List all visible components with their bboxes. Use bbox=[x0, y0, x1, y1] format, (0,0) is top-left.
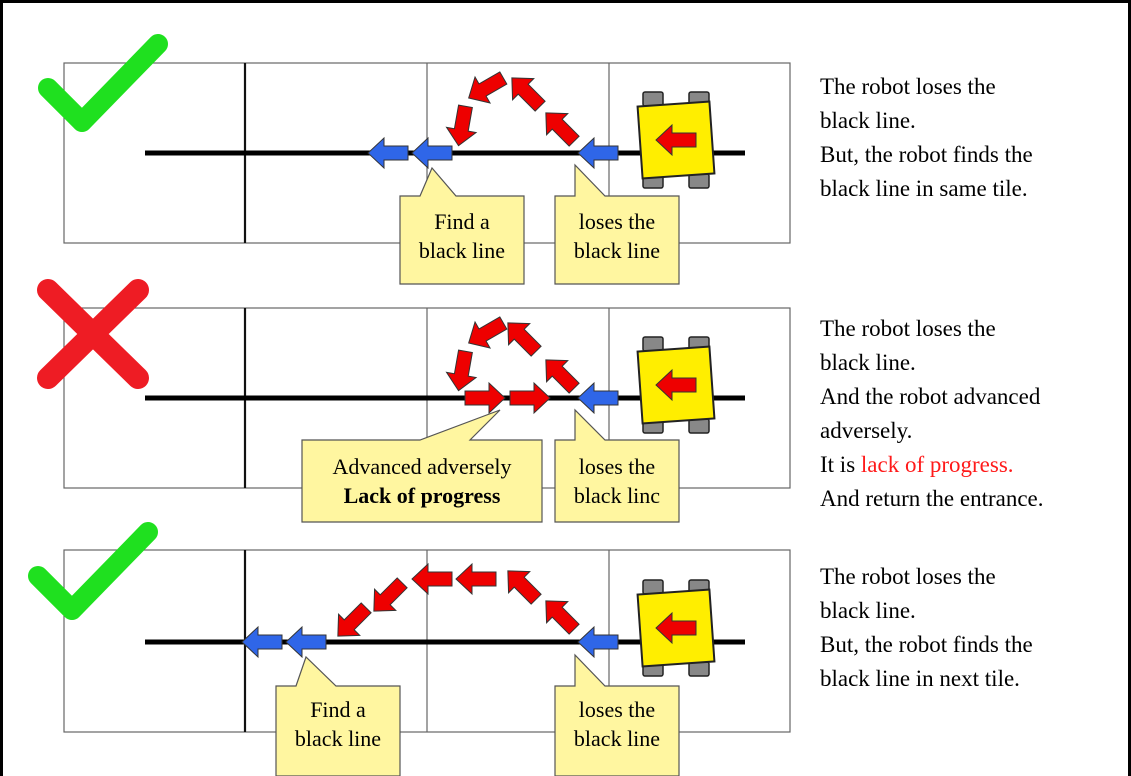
callout-loses-line-2: loses the black linc bbox=[555, 452, 679, 510]
description-line: But, the robot finds the bbox=[820, 142, 1033, 167]
red-arrow bbox=[507, 570, 542, 605]
callout-box bbox=[554, 163, 680, 285]
red-arrow bbox=[468, 71, 508, 104]
callout-line: loses the bbox=[578, 454, 656, 479]
callout-line: black line bbox=[294, 726, 382, 751]
red-arrow bbox=[545, 600, 580, 635]
blue-arrow bbox=[285, 625, 327, 659]
blue-arrow bbox=[367, 136, 409, 170]
description-line: And the robot advanced bbox=[820, 384, 1041, 409]
callout-line: Advanced adversely bbox=[332, 454, 512, 479]
callout-loses-line-1: loses the black line bbox=[555, 207, 679, 265]
red-arrow bbox=[507, 322, 542, 357]
checkmark-icon bbox=[38, 34, 168, 132]
blue-arrow bbox=[577, 136, 619, 170]
robot-wheel bbox=[642, 91, 664, 107]
description-line: adversely. bbox=[820, 418, 913, 443]
callout-line-bold: Lack of progress bbox=[343, 483, 501, 508]
callout-line: loses the bbox=[578, 209, 656, 234]
red-arrow bbox=[445, 349, 478, 392]
callout-box bbox=[554, 408, 680, 523]
red-arrow bbox=[545, 359, 580, 394]
red-arrow bbox=[373, 577, 408, 612]
robot-direction-arrow bbox=[655, 611, 697, 645]
robot-direction-arrow bbox=[655, 368, 697, 402]
callout-line: black linc bbox=[573, 483, 661, 508]
robot-direction-arrow bbox=[655, 123, 697, 157]
robot-wheel bbox=[642, 336, 664, 352]
description-text: It is bbox=[820, 452, 861, 477]
robot-wheel bbox=[642, 579, 664, 595]
blue-arrow bbox=[577, 625, 619, 659]
red-arrow bbox=[545, 112, 580, 147]
callout-line: black line bbox=[418, 238, 506, 263]
blue-arrow bbox=[577, 381, 619, 415]
callout-loses-line-3: loses the black line bbox=[555, 695, 679, 753]
callout-find-line-3: Find a black line bbox=[276, 695, 400, 753]
callout-line: loses the bbox=[578, 697, 656, 722]
description-line: black line. bbox=[820, 598, 916, 623]
callout-box bbox=[554, 653, 680, 776]
description-line: The robot loses the bbox=[820, 316, 996, 341]
blue-arrow bbox=[411, 136, 453, 170]
red-arrow bbox=[511, 77, 546, 112]
callout-find-line-1: Find a black line bbox=[400, 207, 524, 265]
red-arrow bbox=[455, 562, 497, 596]
robot-wheel bbox=[688, 418, 710, 434]
callout-advanced-adversely: Advanced adversely Lack of progress bbox=[302, 452, 542, 510]
red-arrow bbox=[468, 316, 508, 349]
callout-line: black line bbox=[573, 238, 661, 263]
red-arrow bbox=[509, 381, 551, 415]
callout-box bbox=[275, 655, 401, 776]
description-line: It is lack of progress. bbox=[820, 448, 1044, 482]
description-line: The robot loses the bbox=[820, 564, 996, 589]
callout-line: black line bbox=[573, 726, 661, 751]
description-panel-1: The robot loses the black line. But, the… bbox=[820, 70, 1033, 206]
robot-wheel bbox=[688, 173, 710, 189]
description-line: But, the robot finds the bbox=[820, 632, 1033, 657]
description-line: And return the entrance. bbox=[820, 486, 1044, 511]
description-panel-2: The robot loses the black line. And the … bbox=[820, 312, 1044, 516]
description-line: The robot loses the bbox=[820, 74, 996, 99]
description-panel-3: The robot loses the black line. But, the… bbox=[820, 560, 1033, 696]
description-line: black line. bbox=[820, 350, 916, 375]
checkmark-icon bbox=[28, 522, 158, 620]
blue-arrow bbox=[241, 625, 283, 659]
red-arrow bbox=[445, 104, 478, 147]
red-arrow bbox=[411, 562, 453, 596]
cross-icon bbox=[37, 279, 149, 389]
callout-box bbox=[301, 409, 543, 523]
robot-wheel bbox=[688, 661, 710, 677]
callout-line: Find a bbox=[310, 697, 366, 722]
red-arrow bbox=[337, 602, 372, 637]
red-arrow bbox=[464, 381, 506, 415]
callout-box bbox=[399, 166, 525, 285]
description-line: black line in next tile. bbox=[820, 666, 1020, 691]
description-line: black line in same tile. bbox=[820, 176, 1028, 201]
callout-line: Find a bbox=[434, 209, 490, 234]
description-line: black line. bbox=[820, 108, 916, 133]
lack-of-progress-highlight: lack of progress. bbox=[860, 452, 1014, 477]
